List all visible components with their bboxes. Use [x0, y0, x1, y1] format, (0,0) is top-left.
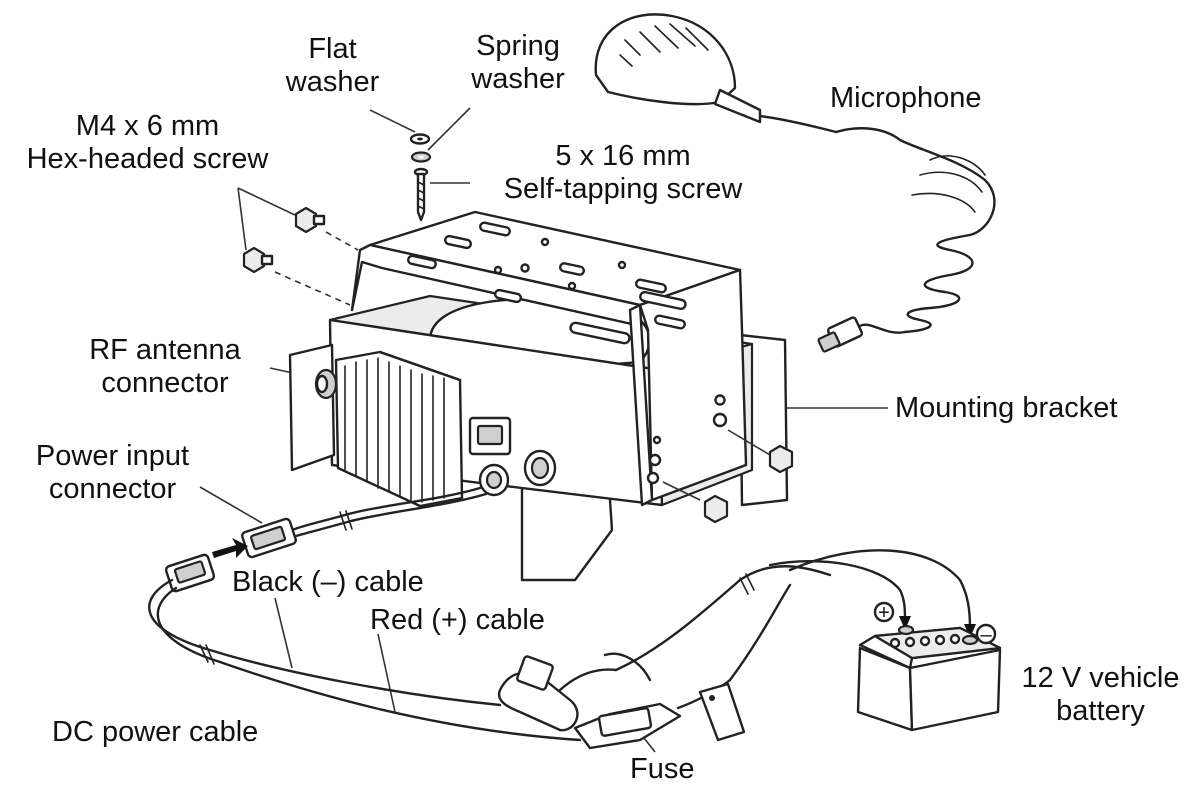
label-vehicle-battery: 12 V vehicle battery	[1021, 662, 1180, 727]
label-black-cable: Black (–) cable	[232, 566, 424, 598]
power-cable-radio-side	[212, 486, 488, 559]
label-power-input-connector: Power input connector	[35, 440, 190, 505]
label-microphone: Microphone	[830, 82, 982, 114]
label-flat-washer: Flat washer	[285, 33, 380, 98]
bracket-slots	[407, 221, 687, 345]
side-screws	[662, 429, 794, 524]
label-spring-washer: Spring washer	[471, 30, 565, 95]
battery-minus-sign: –	[980, 624, 992, 646]
label-rf-antenna-connector: RF antenna connector	[89, 334, 241, 399]
dc-power-cable	[148, 549, 976, 750]
battery-plus-sign: +	[878, 602, 890, 624]
label-hex-headed-screw: M4 x 6 mm Hex-headed screw	[26, 110, 269, 175]
mounting-bracket	[350, 210, 748, 507]
label-mounting-bracket: Mounting bracket	[895, 392, 1118, 424]
label-red-cable: Red (+) cable	[370, 604, 545, 636]
hex-headed-screw	[242, 206, 359, 306]
microphone	[594, 13, 996, 353]
label-fuse: Fuse	[630, 753, 695, 785]
washers-and-screw	[409, 133, 432, 222]
label-self-tapping-screw: 5 x 16 mm Self-tapping screw	[503, 140, 743, 205]
label-dc-power-cable: DC power cable	[52, 716, 259, 748]
vehicle-battery: + –	[856, 601, 1002, 732]
